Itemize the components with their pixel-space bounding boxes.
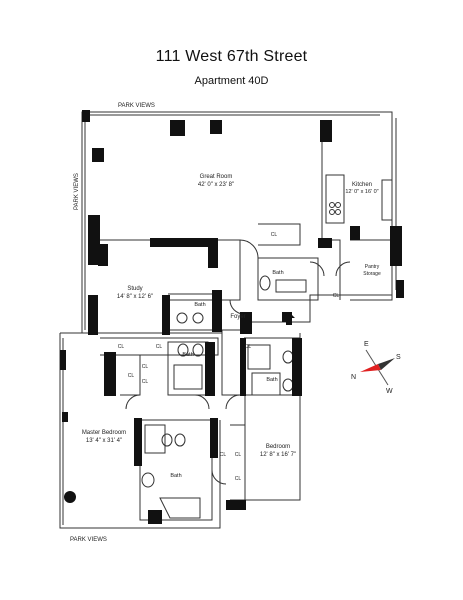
bath-label: Bath <box>182 352 193 358</box>
view-label-bottom: PARK VIEWS <box>70 537 107 543</box>
view-label-left: PARK VIEWS <box>74 173 80 210</box>
closet-small-walls <box>120 354 141 396</box>
closet-label: CL <box>220 452 227 458</box>
bath-label: Bath <box>266 377 277 383</box>
room-pantry: Pantry <box>365 264 380 270</box>
closet-label: CL <box>128 373 135 379</box>
compass: E S N W <box>351 341 401 395</box>
room-kitchen: Kitchen <box>352 182 372 188</box>
bath-label: Bath <box>272 270 283 276</box>
page-title: 111 West 67th Street <box>155 48 308 65</box>
room-master-bedroom-dims: 13' 4" x 31' 4" <box>86 438 122 444</box>
closet-label: CL <box>156 344 163 350</box>
room-study-dims: 14' 8" x 12' 6" <box>117 294 153 300</box>
bath-label: Bath <box>170 473 181 479</box>
closet-label: CL <box>235 452 242 458</box>
master-outline <box>59 333 221 529</box>
master-bath <box>139 419 213 521</box>
compass-w: W <box>386 388 393 395</box>
room-kitchen-dims: 12' 0" x 16' 0" <box>345 189 378 195</box>
closet-label: CL <box>142 364 149 370</box>
page-subtitle: Apartment 40D <box>194 75 269 87</box>
pantry-walls <box>350 239 393 301</box>
closet-label: CL <box>142 379 149 385</box>
room-foyer: Foyer <box>230 314 245 320</box>
entry-arrow-icon <box>283 312 295 325</box>
closet-label: CL <box>333 293 340 299</box>
closet-label: CL <box>235 476 242 482</box>
room-bedroom: Bedroom <box>266 444 290 450</box>
room-pantry-sub: Storage <box>363 271 381 277</box>
compass-s: S <box>396 354 401 361</box>
room-bedroom-dims: 12' 8" x 16' 7" <box>260 452 296 458</box>
view-label-top: PARK VIEWS <box>118 103 155 109</box>
hall-closets <box>100 337 219 356</box>
closet-label: CL <box>118 344 125 350</box>
room-study: Study <box>127 286 142 292</box>
bedroom-closets <box>230 424 246 501</box>
room-master-bedroom: Master Bedroom <box>82 430 126 436</box>
compass-e: E <box>364 341 369 348</box>
bath-walls <box>257 257 319 301</box>
closet-label: CL <box>245 344 252 350</box>
compass-n: N <box>351 374 356 381</box>
room-great-room: Great Room <box>200 174 233 180</box>
room-great-room-dims: 42' 0" x 23' 8" <box>198 182 234 188</box>
bath-label: Bath <box>194 302 205 308</box>
study-bath <box>168 293 219 331</box>
compass-needle-icon <box>360 364 381 372</box>
closet-walls <box>258 223 301 246</box>
closet-label: CL <box>271 232 278 238</box>
